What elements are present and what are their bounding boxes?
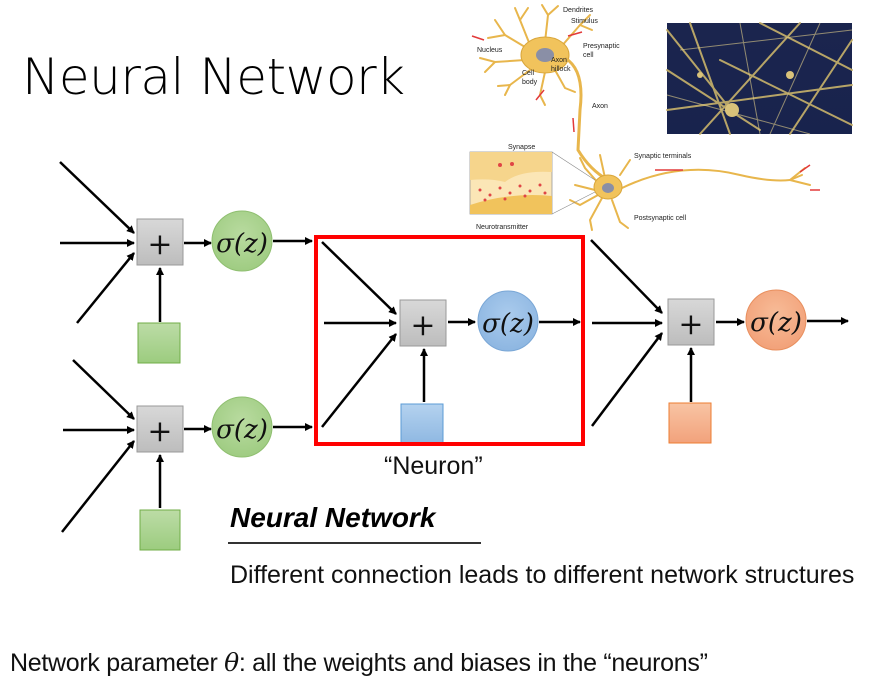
- bias-node: [137, 322, 181, 364]
- activation-node: [745, 289, 807, 351]
- label-stimulus: Stimulus: [571, 18, 598, 25]
- neuron-highlighted: + σ(z): [321, 241, 581, 444]
- input-arrow: [591, 332, 663, 427]
- neuron-output: + σ(z): [590, 239, 849, 444]
- label-axon: Axon: [592, 103, 608, 110]
- neuron-network-photo: [666, 22, 853, 135]
- label-nucleus: Nucleus: [477, 47, 503, 54]
- activation-label: σ(z): [216, 415, 268, 445]
- label-synapse: Synapse: [508, 144, 535, 151]
- sum-symbol: +: [678, 307, 703, 342]
- bias-node: [668, 402, 712, 444]
- label-cell-body: Cell: [522, 70, 535, 77]
- activation-node: [211, 210, 273, 272]
- description-text: Different connection leads to different …: [230, 561, 855, 589]
- sum-symbol: +: [147, 414, 172, 449]
- activation-label: σ(z): [216, 229, 268, 259]
- activation-node: [211, 396, 273, 458]
- activation-label: σ(z): [482, 309, 534, 339]
- sum-node: [667, 298, 715, 346]
- input-arrow: [321, 241, 397, 315]
- footer-text: Network parameter θ: all the weights and…: [10, 648, 708, 678]
- input-arrow: [59, 161, 135, 234]
- input-arrow: [321, 333, 397, 428]
- label-cell-body-2: body: [522, 79, 538, 86]
- neuron-layer1-bottom: + σ(z): [61, 359, 313, 551]
- slide-title: Neural Network: [22, 48, 405, 106]
- sum-symbol: +: [147, 227, 172, 262]
- section-heading: Neural Network: [230, 502, 436, 533]
- activation-label: σ(z): [750, 308, 802, 338]
- label-presynaptic: Presynaptic: [583, 43, 620, 50]
- sum-symbol: +: [410, 308, 435, 343]
- footer-suffix: : all the weights and biases in the “neu…: [238, 649, 708, 677]
- sum-node: [399, 299, 447, 347]
- input-arrow: [76, 252, 135, 324]
- theta-symbol: θ: [224, 648, 239, 677]
- label-axon-hillock-2: hillock: [551, 66, 571, 73]
- label-synaptic-terminals: Synaptic terminals: [634, 153, 692, 160]
- bias-node: [400, 403, 444, 444]
- sum-node: [136, 218, 184, 266]
- sum-node: [136, 405, 184, 453]
- heading-underline: [228, 542, 481, 544]
- input-arrow: [72, 359, 135, 420]
- label-axon-hillock: Axon: [551, 57, 567, 64]
- neuron-highlight-box: [314, 235, 585, 446]
- bias-node: [139, 509, 181, 551]
- label-neurotransmitter: Neurotransmitter: [476, 224, 529, 231]
- biological-neuron-illustration: Dendrites Stimulus Nucleus Cell body Axo…: [469, 4, 820, 231]
- label-dendrites: Dendrites: [563, 7, 593, 14]
- activation-node: [477, 290, 539, 352]
- label-presynaptic-2: cell: [583, 52, 594, 59]
- neuron-layer1-top: + σ(z): [59, 161, 313, 364]
- input-arrow: [590, 239, 663, 314]
- neuron-caption: “Neuron”: [384, 452, 483, 480]
- footer-prefix: Network parameter: [10, 649, 225, 677]
- label-postsynaptic-cell: Postsynaptic cell: [634, 215, 687, 222]
- input-arrow: [61, 440, 135, 533]
